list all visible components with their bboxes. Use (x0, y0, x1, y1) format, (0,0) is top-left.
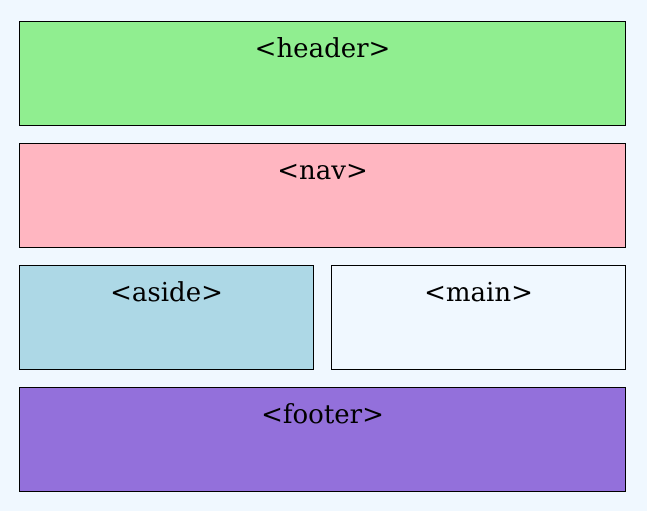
main-label: <main> (424, 278, 533, 308)
footer-box: <footer> (19, 387, 626, 492)
main-box: <main> (331, 265, 626, 370)
aside-label: <aside> (110, 278, 223, 308)
nav-box: <nav> (19, 143, 626, 248)
header-label: <header> (254, 34, 391, 64)
nav-label: <nav> (277, 156, 368, 186)
aside-box: <aside> (19, 265, 314, 370)
header-box: <header> (19, 21, 626, 126)
footer-label: <footer> (261, 400, 384, 430)
